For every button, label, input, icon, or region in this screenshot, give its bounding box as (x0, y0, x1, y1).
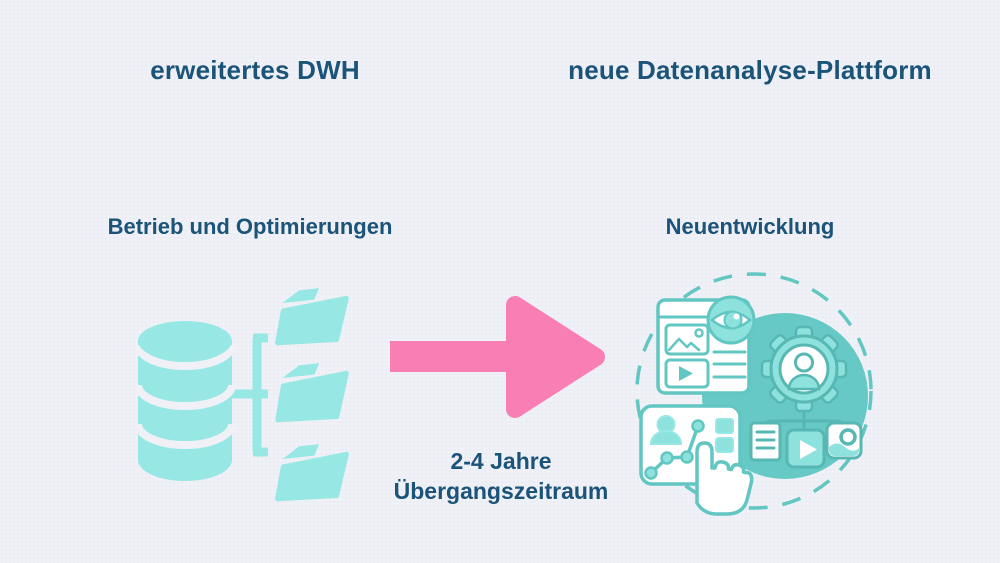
arrow-right-icon (390, 296, 605, 418)
folder-icon (275, 288, 349, 346)
column-subtitle-right: Neuentwicklung (665, 214, 835, 239)
connector-lines (230, 333, 268, 457)
transition-period-label: 2-4 Jahre Übergangszeitraum (330, 446, 672, 506)
list-squares-icon (715, 418, 734, 453)
column-subtitle-left: Betrieb und Optimierungen (107, 214, 393, 239)
text-lines (712, 350, 747, 379)
folder-icon (275, 363, 349, 423)
column-title-right: neue Datenanalyse-Plattform (568, 55, 932, 85)
column-title-left: erweitertes DWH (150, 55, 360, 85)
person-icon (649, 415, 683, 445)
photo-card-icon (825, 421, 863, 460)
image-thumbnail-icon (664, 323, 710, 356)
eye-badge-icon (706, 295, 756, 345)
gear-icon (760, 325, 848, 413)
transition-label-line2: Übergangszeitraum (393, 478, 609, 504)
document-icon (749, 421, 782, 462)
database-icon (134, 321, 236, 481)
transition-label-line1: 2-4 Jahre (450, 448, 552, 474)
video-thumbnail-icon (664, 358, 710, 389)
node-graph-icon (644, 419, 705, 480)
video-card-icon (785, 428, 826, 469)
analytics-platform-illustration (635, 272, 873, 516)
database-with-folders-icon (134, 288, 349, 502)
hand-cursor-icon (695, 441, 754, 516)
dashed-circle (635, 272, 873, 510)
folder-icon (275, 444, 349, 502)
person-in-gear-icon (787, 352, 821, 391)
